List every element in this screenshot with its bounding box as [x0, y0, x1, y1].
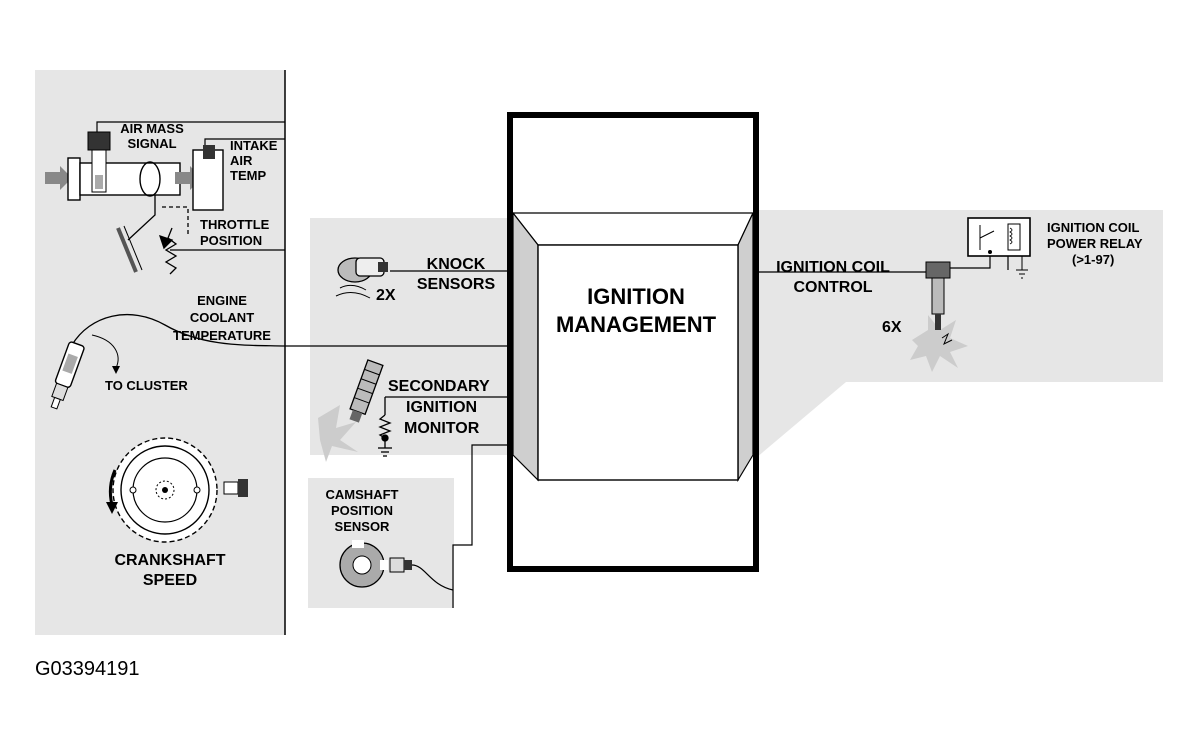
camshaft-sensor-icon [339, 540, 454, 591]
resistor-ground-icon [378, 397, 392, 457]
coil-control-label-2: CONTROL [793, 279, 872, 296]
ignition-coil-icon [910, 261, 968, 372]
knock-sensors-label-1: KNOCK [427, 256, 486, 273]
intake-air-temp-label-1: INTAKE [230, 138, 278, 153]
crankshaft-label-1: CRANKSHAFT [114, 552, 225, 569]
secondary-ignition-label-2: IGNITION [406, 399, 477, 416]
ignition-management-module: IGNITION MANAGEMENT [507, 112, 759, 572]
intake-air-temp-label-3: TEMP [230, 168, 266, 183]
camshaft-label-3: SENSOR [335, 519, 391, 534]
throttle-position-icon [116, 195, 189, 275]
camshaft-label-1: CAMSHAFT [326, 487, 399, 502]
coolant-label-3: TEMPERATURE [173, 328, 271, 343]
to-cluster-label: TO CLUSTER [105, 378, 188, 393]
figure-id: G03394191 [35, 658, 140, 680]
camshaft-label-2: POSITION [331, 503, 393, 518]
secondary-ignition-label-1: SECONDARY [388, 378, 490, 395]
knock-count-label: 2X [376, 287, 396, 304]
ignition-relay-icon [967, 217, 1031, 279]
throttle-position-label-2: POSITION [200, 233, 262, 248]
signal-wires [96, 121, 1009, 608]
relay-label-2: POWER RELAY [1047, 236, 1143, 251]
crankshaft-wheel-icon [106, 437, 248, 543]
coolant-temp-sensor-icon [50, 313, 286, 410]
coolant-label-2: COOLANT [190, 310, 254, 325]
knock-sensor-icon [335, 257, 388, 299]
air-mass-signal-label-2: SIGNAL [127, 136, 176, 151]
sensor-labels: AIR MASS SIGNAL INTAKE AIR TEMP THROTTLE… [105, 121, 495, 589]
output-labels: IGNITION COIL CONTROL 6X IGNITION COIL P… [776, 220, 1143, 336]
coil-control-label-1: IGNITION COIL [776, 259, 890, 276]
relay-label-1: IGNITION COIL [1047, 220, 1140, 235]
secondary-ignition-label-3: MONITOR [404, 420, 480, 437]
air-mass-sensor-icon [45, 131, 224, 211]
module-label-line-2: MANAGEMENT [556, 312, 717, 337]
air-mass-signal-label-1: AIR MASS [120, 121, 184, 136]
camshaft-panel [308, 478, 454, 608]
module-label-line-1: IGNITION [587, 284, 685, 309]
crankshaft-label-2: SPEED [143, 572, 197, 589]
spark-plug-icon [318, 359, 384, 462]
relay-label-3: (>1-97) [1072, 252, 1114, 267]
knock-sensors-label-2: SENSORS [417, 276, 496, 293]
coolant-label-1: ENGINE [197, 293, 247, 308]
coil-count-label: 6X [882, 319, 902, 336]
throttle-position-label-1: THROTTLE [200, 217, 270, 232]
intake-air-temp-label-2: AIR [230, 153, 253, 168]
